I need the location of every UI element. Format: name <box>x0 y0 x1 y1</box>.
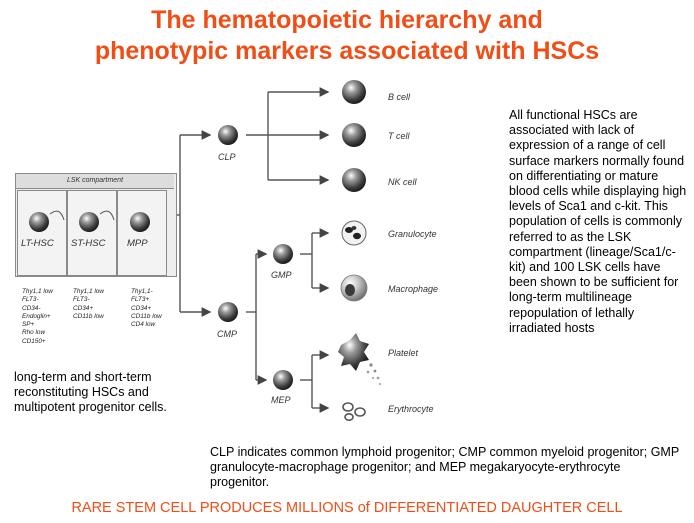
stage-label-mpp: MPP <box>127 238 148 249</box>
erythrocyte-icon <box>342 402 366 421</box>
st-hsc-cell-icon <box>79 212 99 232</box>
mpp-box <box>117 190 167 276</box>
mpp-cell-icon <box>130 212 150 232</box>
macrophage-icon <box>340 274 368 302</box>
macrophage-label: Macrophage <box>388 284 439 294</box>
lt-hsc-box <box>17 190 67 276</box>
stage-label-lt-hsc: LT-HSC <box>21 238 54 249</box>
platelet-icon <box>338 333 382 386</box>
gmp-cell-icon <box>273 244 293 264</box>
clp-cell-icon <box>218 125 238 145</box>
erythrocyte-label: Erythrocyte <box>388 404 434 414</box>
t-cell-label: T cell <box>388 131 410 141</box>
nk-cell-label: NK cell <box>388 177 417 187</box>
granulocyte-icon <box>341 220 367 246</box>
cmp-cell-icon <box>218 302 238 322</box>
hsc-description-text: All functional HSCs are associated with … <box>509 108 687 335</box>
clp-label: CLP <box>218 152 236 162</box>
gmp-label: GMP <box>271 270 292 280</box>
cmp-label: CMP <box>217 329 237 339</box>
nk-cell-icon <box>342 168 366 192</box>
lsk-note-text: long-term and short-term reconstituting … <box>14 370 167 415</box>
lsk-compartment-label: LSK compartment <box>16 174 174 189</box>
slide-title-line-2: phenotypic markers associated with HSCs <box>94 37 600 65</box>
connector-lines <box>175 87 330 413</box>
t-cell-icon <box>342 123 366 147</box>
slide-title-line-1: The hematopoietic hierarchy and <box>151 6 543 34</box>
lt-hsc-cell-icon <box>29 212 49 232</box>
granulocyte-label: Granulocyte <box>388 229 437 239</box>
mpp-markers: Thy1,1- FLT3+ CD34+ CD11b low CD4 low <box>131 288 162 329</box>
lt-hsc-markers: Thy1,1 low FLT3- CD34- Endoglin+ SP+ Rho… <box>22 288 53 345</box>
mep-label: MEP <box>271 395 291 405</box>
st-hsc-box <box>67 190 117 276</box>
footer-banner: RARE STEM CELL PRODUCES MILLIONS of DIFF… <box>71 500 623 516</box>
abbreviations-caption: CLP indicates common lymphoid progenitor… <box>210 445 679 490</box>
mep-cell-icon <box>273 370 293 390</box>
b-cell-label: B cell <box>388 92 411 102</box>
platelet-label: Platelet <box>388 348 419 358</box>
st-hsc-markers: Thy1,1 low FLT3- CD34+ CD11b low <box>73 288 104 320</box>
stage-label-st-hsc: ST-HSC <box>71 238 106 249</box>
lsk-cells <box>29 210 150 232</box>
b-cell-icon <box>342 80 366 104</box>
